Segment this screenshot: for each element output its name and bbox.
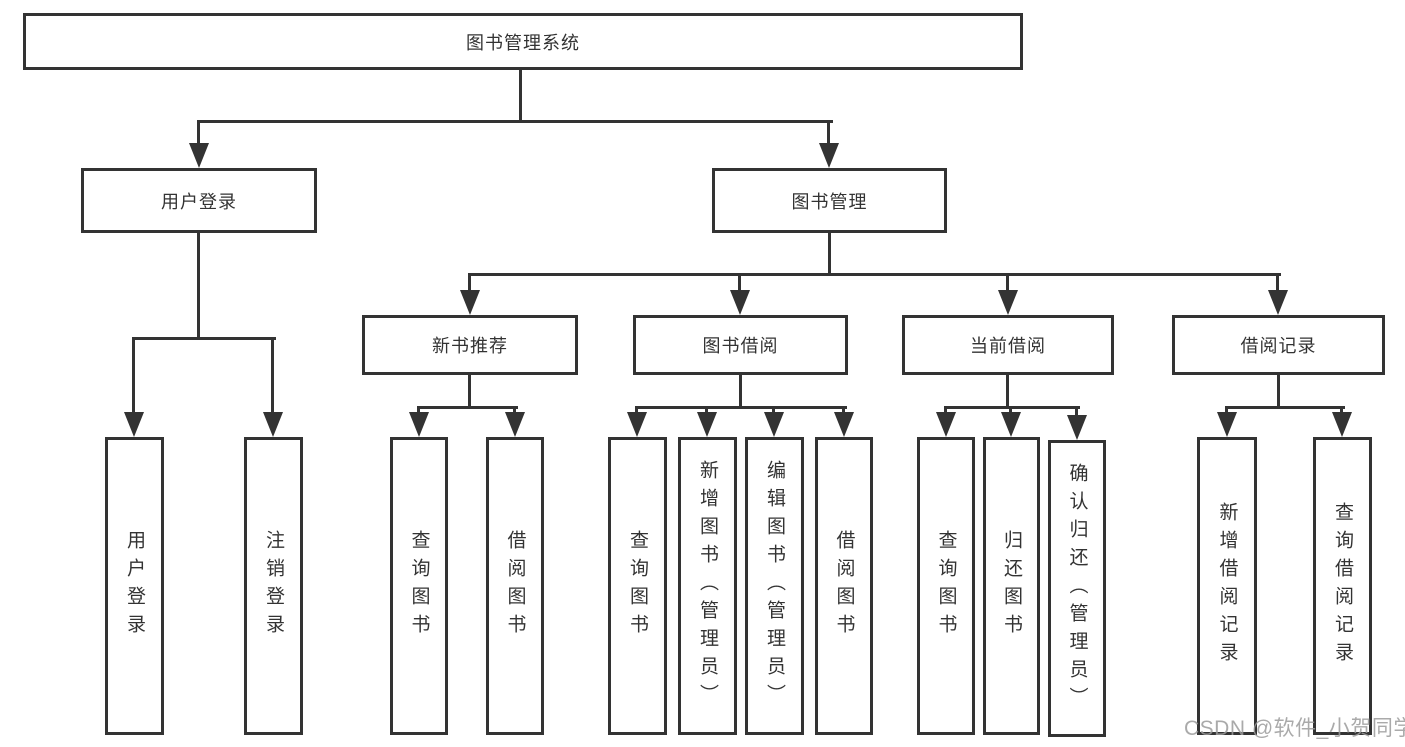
node-borrow-record-label: 借阅记录: [1240, 336, 1317, 356]
leaf-recommend-borrow-book-label: 借阅图书: [504, 530, 526, 642]
leaf-borrow-book-label: 借阅图书: [833, 530, 855, 642]
arrow-to-new-book-recommend: [460, 273, 480, 315]
leaf-add-borrow-record-label: 新增借阅记录: [1216, 502, 1238, 670]
connector-user-login-rail: [133, 337, 276, 340]
connector-root-stem: [519, 68, 522, 123]
leaf-borrow-query-book: 查询图书: [608, 437, 667, 735]
arrow-to-leaf-user-login: [124, 337, 144, 437]
arrow-group2-leaf2: [697, 406, 717, 437]
arrow-to-user-login: [189, 120, 209, 168]
arrow-group4-leaf2: [1332, 406, 1352, 437]
csdn-watermark: CSDN @软件_小贺同学: [1184, 717, 1405, 740]
leaf-logout-label: 注销登录: [263, 530, 284, 642]
leaf-return-book: 归还图书: [983, 437, 1040, 735]
connector-group2-rail: [635, 406, 847, 409]
connector-group4-stem: [1277, 373, 1280, 409]
leaf-logout: 注销登录: [244, 437, 303, 735]
arrow-to-borrow-record: [1268, 273, 1288, 315]
node-borrow-record: 借阅记录: [1172, 315, 1385, 375]
arrow-to-leaf-logout: [263, 337, 283, 437]
connector-group2-stem: [739, 373, 742, 409]
node-book-borrow: 图书借阅: [633, 315, 848, 375]
leaf-confirm-return-admin: 确认归还（管理员）: [1048, 440, 1106, 737]
node-current-borrow: 当前借阅: [902, 315, 1114, 375]
node-user-login: 用户登录: [81, 168, 317, 233]
leaf-edit-book-admin-label: 编辑图书（管理员）: [764, 460, 785, 712]
leaf-recommend-query-book: 查询图书: [390, 437, 448, 735]
leaf-recommend-borrow-book: 借阅图书: [486, 437, 544, 735]
leaf-add-book-admin-label: 新增图书（管理员）: [697, 460, 718, 712]
arrow-group2-leaf3: [764, 406, 784, 437]
node-user-login-label: 用户登录: [161, 191, 237, 212]
leaf-add-book-admin: 新增图书（管理员）: [678, 437, 737, 735]
node-book-management: 图书管理: [712, 168, 947, 233]
arrow-group3-leaf1: [936, 406, 956, 437]
arrow-to-current-borrow: [998, 273, 1018, 315]
arrow-to-book-management: [819, 120, 839, 168]
leaf-add-borrow-record: 新增借阅记录: [1197, 437, 1257, 735]
connector-level2-rail: [468, 273, 1281, 276]
arrow-group1-leaf2: [505, 406, 525, 437]
arrow-group3-leaf3: [1067, 406, 1087, 440]
arrow-group2-leaf4: [834, 406, 854, 437]
connector-group3-stem: [1006, 373, 1009, 409]
connector-group3-rail: [944, 406, 1080, 409]
node-new-book-recommend-label: 新书推荐: [432, 336, 508, 356]
arrow-to-book-borrow: [730, 273, 750, 315]
connector-group1-stem: [468, 373, 471, 409]
arrow-group2-leaf1: [627, 406, 647, 437]
leaf-current-query-book-label: 查询图书: [935, 530, 957, 642]
leaf-edit-book-admin: 编辑图书（管理员）: [745, 437, 804, 735]
leaf-borrow-book: 借阅图书: [815, 437, 873, 735]
arrow-group4-leaf1: [1217, 406, 1237, 437]
node-book-borrow-label: 图书借阅: [702, 336, 779, 356]
leaf-recommend-query-book-label: 查询图书: [408, 530, 430, 642]
connector-group4-rail: [1225, 406, 1345, 409]
leaf-user-login-label: 用户登录: [124, 530, 145, 642]
leaf-confirm-return-admin-label: 确认归还（管理员）: [1066, 462, 1088, 715]
node-root: 图书管理系统: [23, 13, 1023, 70]
node-book-management-label: 图书管理: [791, 191, 868, 212]
connector-book-management-stem: [828, 231, 831, 276]
arrow-group1-leaf1: [409, 406, 429, 437]
leaf-query-borrow-record-label: 查询借阅记录: [1332, 502, 1353, 670]
node-current-borrow-label: 当前借阅: [970, 336, 1046, 356]
leaf-borrow-query-book-label: 查询图书: [627, 530, 648, 642]
connector-level1-rail: [197, 120, 833, 123]
leaf-current-query-book: 查询图书: [917, 437, 975, 735]
node-root-label: 图书管理系统: [466, 32, 580, 53]
connector-user-login-stem: [197, 231, 200, 340]
leaf-return-book-label: 归还图书: [1001, 530, 1022, 642]
connector-group1-rail: [417, 406, 518, 409]
arrow-group3-leaf2: [1001, 406, 1021, 437]
leaf-user-login: 用户登录: [105, 437, 164, 735]
leaf-query-borrow-record: 查询借阅记录: [1313, 437, 1372, 735]
node-new-book-recommend: 新书推荐: [362, 315, 578, 375]
